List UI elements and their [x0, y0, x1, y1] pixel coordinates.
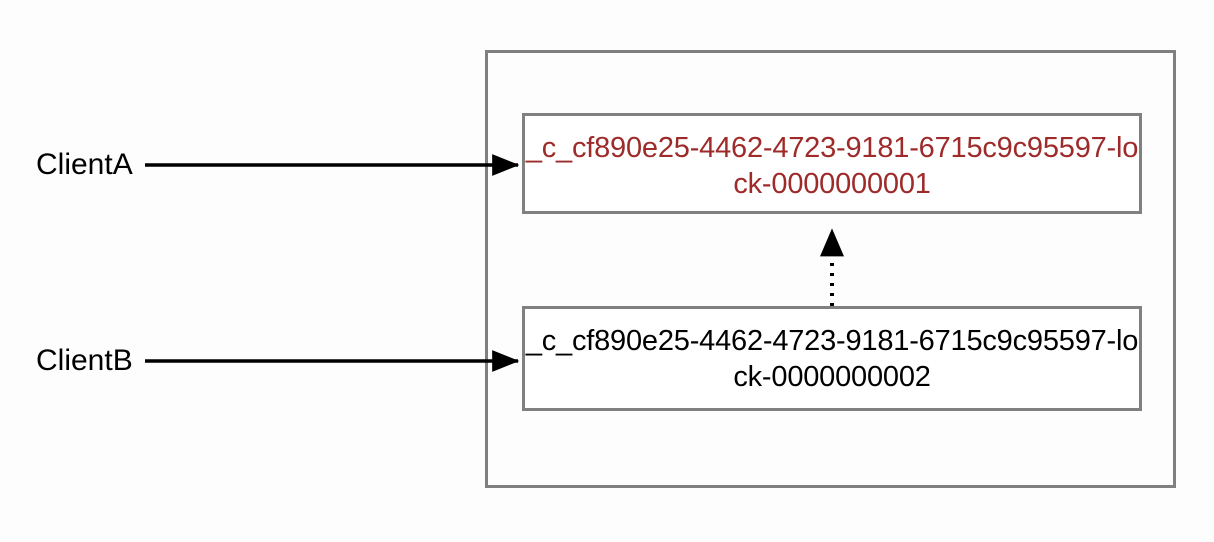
znode-lock-0000000002: _c_cf890e25-4462-4723-9181-6715c9c95597-…	[522, 306, 1142, 411]
znode-lock-0000000001: _c_cf890e25-4462-4723-9181-6715c9c95597-…	[522, 113, 1142, 214]
znode-lock-2-text: _c_cf890e25-4462-4723-9181-6715c9c95597-…	[525, 325, 1139, 393]
znode-lock-1-text: _c_cf890e25-4462-4723-9181-6715c9c95597-…	[525, 132, 1139, 200]
lock-parent-container	[485, 50, 1176, 488]
client-a-label: ClientA	[36, 148, 133, 181]
client-b-label: ClientB	[36, 344, 133, 377]
